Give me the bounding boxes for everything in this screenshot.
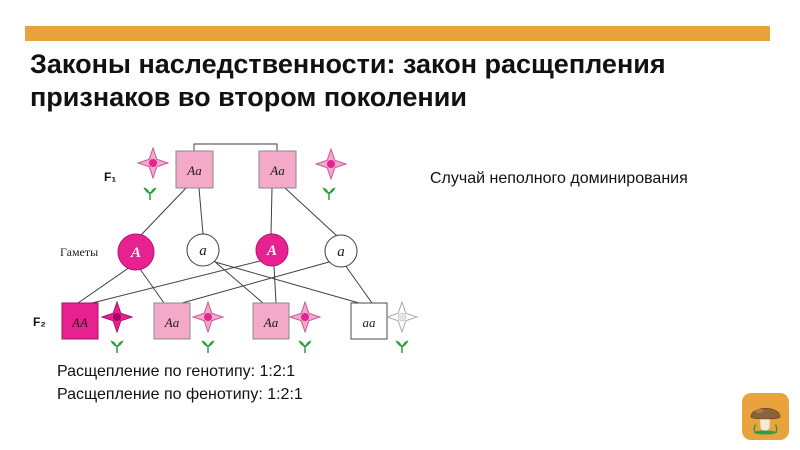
slide-title: Законы наследственности: закон расщеплен… xyxy=(30,49,666,112)
f2-box-Aa-2 xyxy=(252,302,290,340)
incomplete-dominance-note: Случай неполного доминирования xyxy=(430,170,688,187)
seedling-icon xyxy=(394,339,410,354)
gamete-letter: a xyxy=(337,244,345,260)
accent-bar xyxy=(25,26,770,41)
four-point-star-icon xyxy=(137,147,169,179)
f1-parent-2-box xyxy=(258,150,297,189)
gamete-circle-a2 xyxy=(324,234,358,268)
seedling-icon xyxy=(109,339,125,354)
seedling-icon xyxy=(321,186,337,201)
f2-box-AA xyxy=(61,302,99,340)
seedling-icon xyxy=(200,339,216,354)
four-point-star-icon xyxy=(101,301,133,333)
f1-parent-1-genotype: Aa xyxy=(186,163,202,178)
gametes-label: Гаметы xyxy=(60,245,98,259)
f2-genotype: Aa xyxy=(164,315,180,330)
gamete-circle-a1 xyxy=(186,233,220,267)
four-point-star-icon xyxy=(315,148,347,180)
gamete-circle-A2 xyxy=(255,233,289,267)
seedling-icon xyxy=(297,339,313,354)
f2-genotype: Aa xyxy=(263,315,279,330)
phenotype-ratio-text: Расщепление по фенотипу: 1:2:1 xyxy=(57,386,303,403)
ratio-text-block: Расщепление по генотипу: 1:2:1 Расщеплен… xyxy=(57,360,303,406)
inheritance-cross-diagram: F₁ Aa Aa Гаметы A a A a F₂ AA xyxy=(33,143,418,354)
f1-label: F₁ xyxy=(104,170,116,184)
genotype-ratio-text: Расщепление по генотипу: 1:2:1 xyxy=(57,363,296,380)
f2-genotype: AA xyxy=(71,315,88,330)
gamete-letter: A xyxy=(266,243,277,259)
mushroom-icon xyxy=(742,393,789,440)
f1-parent-2-genotype: Aa xyxy=(269,163,285,178)
four-point-star-icon xyxy=(386,301,418,333)
seedling-icon xyxy=(142,186,158,201)
cross-lines xyxy=(77,143,373,304)
four-point-star-icon xyxy=(192,301,224,333)
f2-label: F₂ xyxy=(33,315,46,329)
four-point-star-icon xyxy=(289,301,321,333)
f2-box-Aa-1 xyxy=(153,302,191,340)
f2-box-aa xyxy=(350,302,388,340)
f2-genotype: aa xyxy=(363,315,377,330)
gamete-letter: a xyxy=(199,243,207,259)
gamete-circle-A1 xyxy=(117,233,155,271)
f1-parent-1-box xyxy=(175,150,214,189)
gamete-letter: A xyxy=(130,245,141,261)
